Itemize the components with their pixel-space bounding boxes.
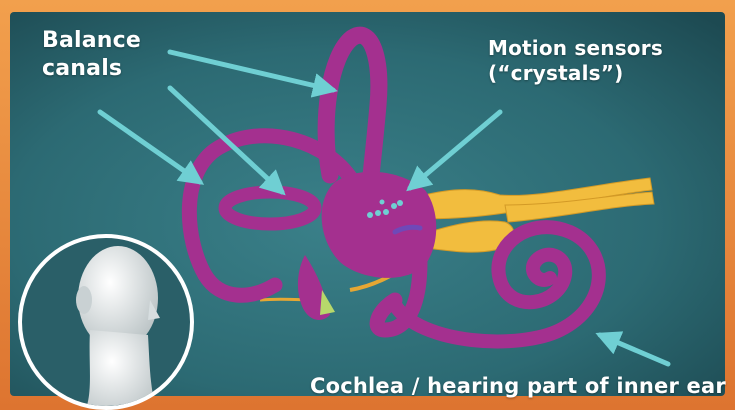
balance-canals-label: Balance canals [42, 27, 141, 82]
head-icon [20, 236, 192, 410]
balance-label-line2: canals [42, 55, 141, 83]
motion-label-line1: Motion sensors [488, 36, 663, 61]
balance-label-line1: Balance [42, 27, 141, 55]
motion-sensors-label: Motion sensors (“crystals”) [488, 36, 663, 86]
motion-label-line2: (“crystals”) [488, 61, 663, 86]
cochlea-label: Cochlea / hearing part of inner ear [310, 373, 726, 399]
